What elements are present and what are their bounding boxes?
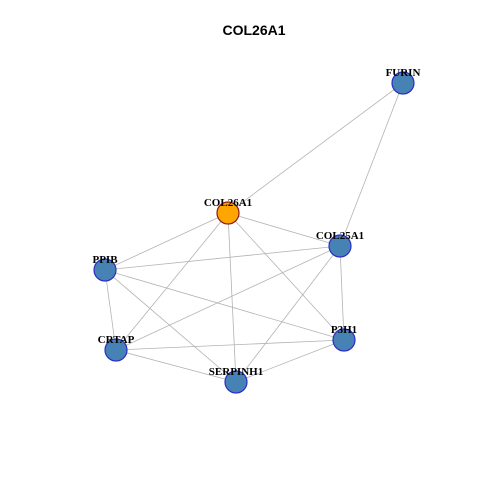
node-ppib	[93, 258, 117, 282]
graph-title: COL26A1	[222, 22, 285, 38]
node-label-furin: FURIN	[386, 67, 421, 79]
edge-col26a1-serpinh1	[227, 212, 237, 383]
edge-col26a1-furin	[227, 82, 404, 214]
edge-crtap-p3h1	[115, 339, 345, 351]
edge-col25a1-crtap	[115, 245, 341, 351]
edge-col25a1-serpinh1	[235, 245, 341, 383]
node-col26a1	[216, 201, 240, 225]
edge-ppib-serpinh1	[104, 269, 237, 383]
edges-layer	[104, 82, 404, 383]
edge-furin-col25a1	[339, 82, 404, 247]
node-label-serpinh1: SERPINH1	[209, 366, 263, 378]
node-label-ppib: PPIB	[92, 254, 118, 266]
node-crtap	[104, 338, 128, 362]
edge-ppib-crtap	[104, 269, 117, 351]
edge-col26a1-ppib	[104, 212, 229, 271]
node-furin	[391, 71, 415, 95]
nodes-layer	[93, 71, 415, 394]
node-col25a1	[328, 234, 352, 258]
edge-col26a1-crtap	[115, 212, 229, 351]
node-serpinh1	[224, 370, 248, 394]
edge-crtap-serpinh1	[115, 349, 237, 383]
edge-col25a1-p3h1	[339, 245, 345, 341]
edge-ppib-p3h1	[104, 269, 345, 341]
edge-col26a1-col25a1	[227, 212, 341, 247]
node-label-crtap: CRTAP	[98, 334, 135, 346]
edge-ppib-col25a1	[104, 245, 341, 271]
node-label-p3h1: P3H1	[331, 324, 357, 336]
node-p3h1	[332, 328, 356, 352]
node-label-col25a1: COL25A1	[316, 230, 364, 242]
node-label-col26a1: COL26A1	[204, 197, 252, 209]
edge-serpinh1-p3h1	[235, 339, 345, 383]
edge-col26a1-p3h1	[227, 212, 345, 341]
